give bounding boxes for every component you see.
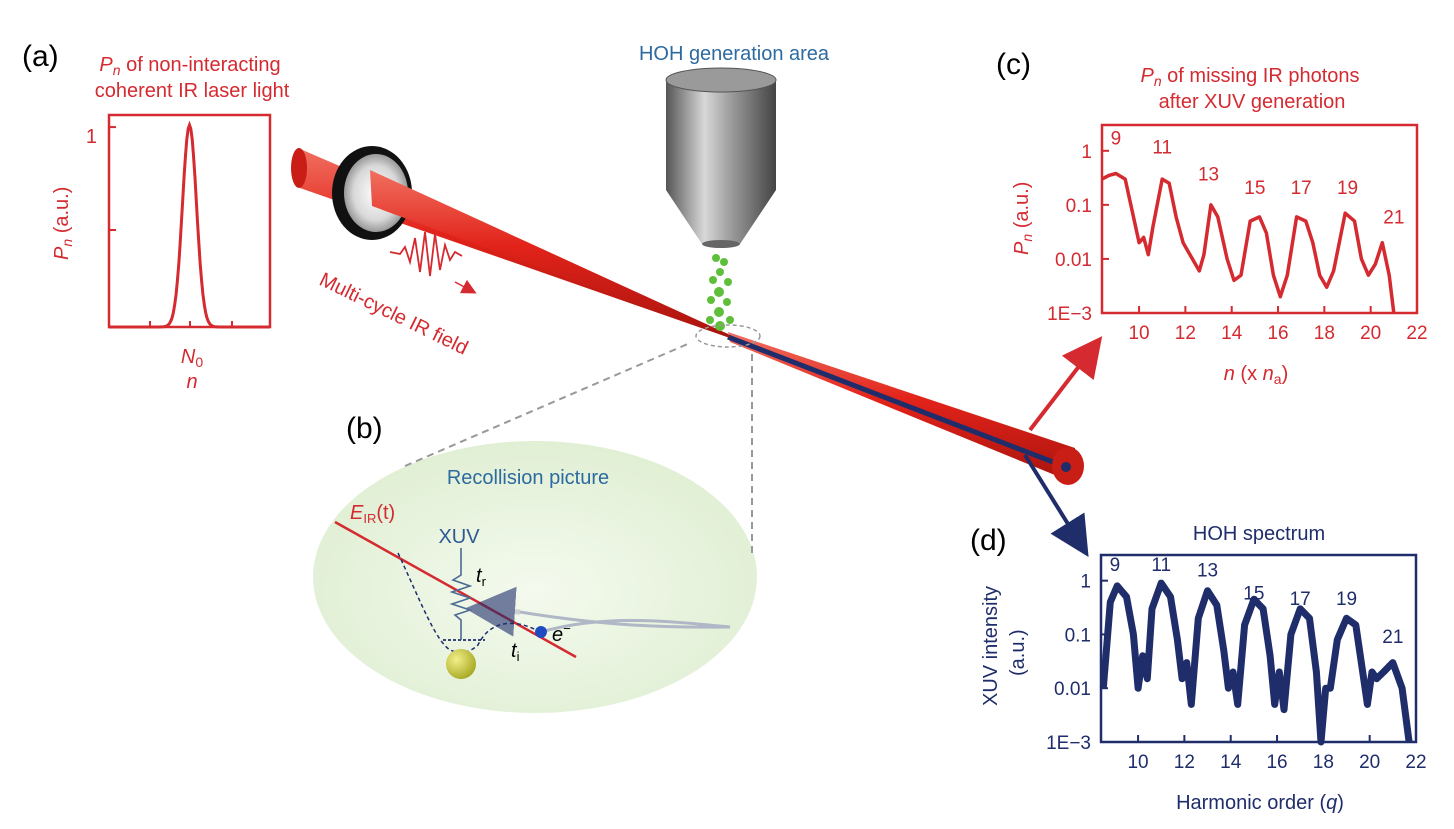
panel-c-title-line2: after XUV generation <box>1159 91 1346 113</box>
panel-a-letter: (a) <box>22 40 59 73</box>
panel-d-title: HOH spectrum <box>1193 523 1325 545</box>
panel-a-ylabel: Pn (a.u.) <box>51 187 75 260</box>
focus-spot <box>695 324 761 348</box>
panel-c-xtick-label: 18 <box>1314 323 1335 344</box>
pulse-arrow <box>454 279 477 294</box>
generation-area-label: HOH generation area <box>639 43 830 65</box>
panel-d-xtick-label: 18 <box>1313 752 1334 773</box>
panel-c-ytick-label: 0.1 <box>1066 196 1092 217</box>
panel-c-xtick-label: 16 <box>1267 323 1288 344</box>
return-arrow <box>465 586 521 637</box>
panel-d-xlabel: Harmonic order (q) <box>1176 792 1344 814</box>
zoom-guide-left <box>404 342 691 467</box>
panel-c-peak-label: 21 <box>1383 208 1404 229</box>
gas-jet <box>706 254 734 331</box>
recollision-oval <box>313 441 757 713</box>
panel-c-letter: (c) <box>996 48 1031 81</box>
field-label: EIR(t) <box>350 502 395 526</box>
panel-d-xtick-label: 20 <box>1359 752 1380 773</box>
panel-c-frame <box>1100 123 1419 315</box>
panel-c-peak-label: 13 <box>1198 165 1219 186</box>
tr-label: tr <box>476 565 487 589</box>
arrow-to-c <box>1028 336 1103 432</box>
focusing-lens <box>332 146 730 338</box>
panel-c-xtick-label: 20 <box>1360 323 1381 344</box>
panel-c-xtick-label: 12 <box>1175 323 1196 344</box>
panel-b: Recollision picture EIR(t) e− XUV tr ti <box>334 467 731 679</box>
electron <box>535 626 547 638</box>
gas-nozzle <box>665 67 777 248</box>
panel-c-xtick-label: 14 <box>1221 323 1243 344</box>
ir-field-label: Multi-cycle IR field <box>316 269 471 360</box>
panel-c-peak-label: 17 <box>1291 178 1312 199</box>
panel-d-ylabel-line1: XUV intensity <box>980 586 1002 706</box>
panel-a-xtick: N0 <box>181 346 203 370</box>
panel-d-peak-label: 17 <box>1290 589 1311 610</box>
panel-a-curve <box>109 120 270 329</box>
panel-a-xlabel: n <box>186 371 197 393</box>
panel-d-xtick-label: 14 <box>1220 752 1242 773</box>
panel-d-xtick-label: 10 <box>1127 752 1148 773</box>
panel-a-ytick: 1 <box>86 126 97 148</box>
electron-label: e− <box>552 621 571 646</box>
panel-d-xtick-label: 12 <box>1174 752 1195 773</box>
panel-b-title: Recollision picture <box>447 467 609 489</box>
panel-c-peak-label: 9 <box>1111 129 1122 150</box>
panel-c-ylabel: Pn (a.u.) <box>1011 182 1035 255</box>
nucleus <box>446 649 476 679</box>
panel-d-letter: (d) <box>970 524 1007 557</box>
panel-c-ytick-label: 0.01 <box>1055 250 1092 271</box>
panel-c-xtick-label: 10 <box>1128 323 1149 344</box>
panel-a: Pn of non-interacting coherent IR laser … <box>51 54 290 393</box>
panel-c-xlabel: n (x na) <box>1224 363 1289 387</box>
panel-d-peak-label: 9 <box>1110 555 1121 576</box>
panel-d-peak-label: 11 <box>1151 555 1171 576</box>
xuv-burst <box>449 548 473 640</box>
panel-c-peak-label: 15 <box>1244 178 1265 199</box>
xuv-label: XUV <box>438 526 480 548</box>
electron-trajectory <box>519 610 731 634</box>
panel-a-title-line2: coherent IR laser light <box>95 80 290 102</box>
panel-c-title-line1: Pn of missing IR photons <box>1140 65 1359 89</box>
panel-a-title-line1: Pn of non-interacting <box>99 54 280 78</box>
panel-c: Pn of missing IR photons after XUV gener… <box>1011 65 1428 387</box>
panel-d-peak-label: 15 <box>1243 583 1264 604</box>
panel-d-curve <box>1099 579 1413 746</box>
panel-d-ytick-label: 1 <box>1080 572 1091 593</box>
panel-c-peak-label: 19 <box>1337 178 1358 199</box>
panel-a-frame <box>107 113 272 329</box>
panel-d-ylabel-line2: (a.u.) <box>1007 629 1029 676</box>
panel-c-peak-label: 11 <box>1152 137 1172 158</box>
panel-d-ytick-label: 1E−3 <box>1046 733 1091 754</box>
xuv-beam <box>727 334 1067 470</box>
ir-pulse-icon <box>389 231 463 277</box>
panel-d-ytick-label: 0.01 <box>1054 679 1091 700</box>
arrow-to-d <box>1023 453 1089 557</box>
panel-d: HOH spectrum XUV intensity (a.u.) Harmon… <box>980 523 1427 814</box>
panel-d-xtick-label: 16 <box>1266 752 1287 773</box>
panel-c-curve <box>1101 171 1396 314</box>
panel-c-ytick-label: 1E−3 <box>1047 304 1092 325</box>
panel-d-ytick-label: 0.1 <box>1065 625 1091 646</box>
panel-d-xtick-label: 22 <box>1405 752 1426 773</box>
panel-d-peak-label: 21 <box>1382 627 1403 648</box>
panel-c-xtick-label: 22 <box>1406 323 1427 344</box>
panel-d-frame <box>1099 553 1418 744</box>
panel-c-ytick-label: 1 <box>1081 142 1092 163</box>
panel-b-letter: (b) <box>346 412 383 445</box>
ti-label: ti <box>511 640 520 664</box>
panel-d-peak-label: 19 <box>1336 589 1357 610</box>
panel-d-peak-label: 13 <box>1197 560 1218 581</box>
